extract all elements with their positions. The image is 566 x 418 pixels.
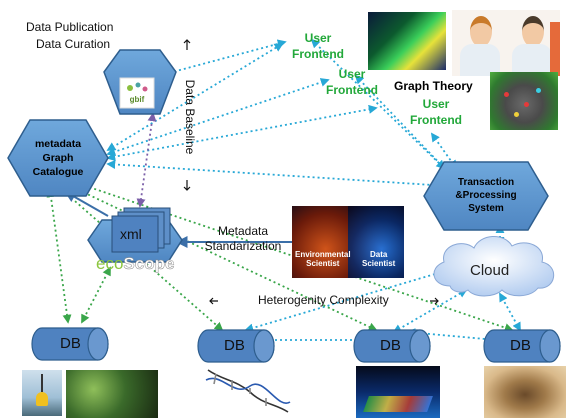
arrow-up-icon [183,39,191,50]
data-publication-label: Data Publication [26,20,114,34]
uf3-line-1: User [422,97,450,111]
user-frontend-label-3: User Frontend [406,96,466,128]
uf3-line-2: Frontend [410,113,462,127]
gbif-logo-text: gbif [130,95,145,104]
transaction-line-3: System [468,203,504,214]
scientists-illustration [452,10,560,76]
data-baseline-label: Data Baseline [183,79,197,155]
ecoscope-node [87,207,183,263]
ecoscope-scope-text: Scope [123,254,175,274]
metadata-standardization-label: Metadata Standarization [200,224,286,254]
environmental-scientist-label: Environmental Scientist [295,250,351,268]
environmental-label-line-2: Scientist [306,259,340,268]
heterogenity-label: Heterogenity Complexity [258,293,389,307]
ecoscope-logo: ecoScope [96,254,175,274]
database-icon [353,329,431,363]
heterogenity-arrows [209,297,439,305]
metadata-scientists-image: Environmental Scientist Data Scientist [292,206,404,278]
baseline-arrows [183,39,191,191]
database-icon [197,329,275,363]
dna-icon [205,369,291,413]
data-scientist-label-line-1: Data [370,250,388,259]
uf2-line-1: User [338,67,366,81]
catalogue-line-2: Graph [42,152,74,164]
metadata-std-line-2: Standarization [204,239,282,253]
ecoscope-eco-text: eco [96,254,124,273]
graph-theory-label: Graph Theory [394,79,473,93]
metadata-catalogue-label: metadata Graph Catalogue [18,137,98,179]
db-label-1: DB [60,335,81,352]
arrow-left-icon [209,297,218,305]
uf2-line-2: Frontend [326,83,378,97]
gbif-node: gbif [103,49,177,115]
catalogue-line-3: Catalogue [32,166,84,178]
uf1-line-2: Frontend [292,47,344,61]
satellite-photo [356,366,440,418]
arrow-right-icon [430,297,439,305]
user-frontend-label-2: User Frontend [322,66,382,98]
data-scientist-label-line-2: Scientist [362,259,396,268]
cloud-icon [433,236,554,297]
buoy-photo [22,370,62,416]
transaction-line-1: Transaction [457,177,515,188]
db-label-3: DB [380,337,401,354]
user-frontend-label-1: User Frontend [288,30,348,62]
database-icon [483,329,561,363]
graph-render-image [490,72,558,130]
transaction-line-2: &Processing [455,190,517,201]
graph-visualization-image [368,12,446,70]
data-scientist-label: Data Scientist [362,250,395,268]
db-label-4: DB [510,337,531,354]
transaction-node [423,161,549,231]
environmental-label-line-1: Environmental [295,250,351,259]
catalogue-line-1: metadata [34,138,82,150]
xml-label: xml [120,226,142,242]
metadata-std-line-1: Metadata [217,224,269,238]
metadata-catalogue-node [7,119,109,197]
data-curation-label: Data Curation [36,37,111,51]
connection-purple [136,112,157,208]
arrow-down-icon [183,180,191,191]
fossil-photo [484,366,566,418]
cloud-label: Cloud [470,262,510,279]
transaction-label: Transaction &Processing System [444,176,528,215]
forest-photo [66,370,158,418]
uf1-line-1: User [304,31,332,45]
db-label-2: DB [224,337,245,354]
database-icon [31,327,109,361]
